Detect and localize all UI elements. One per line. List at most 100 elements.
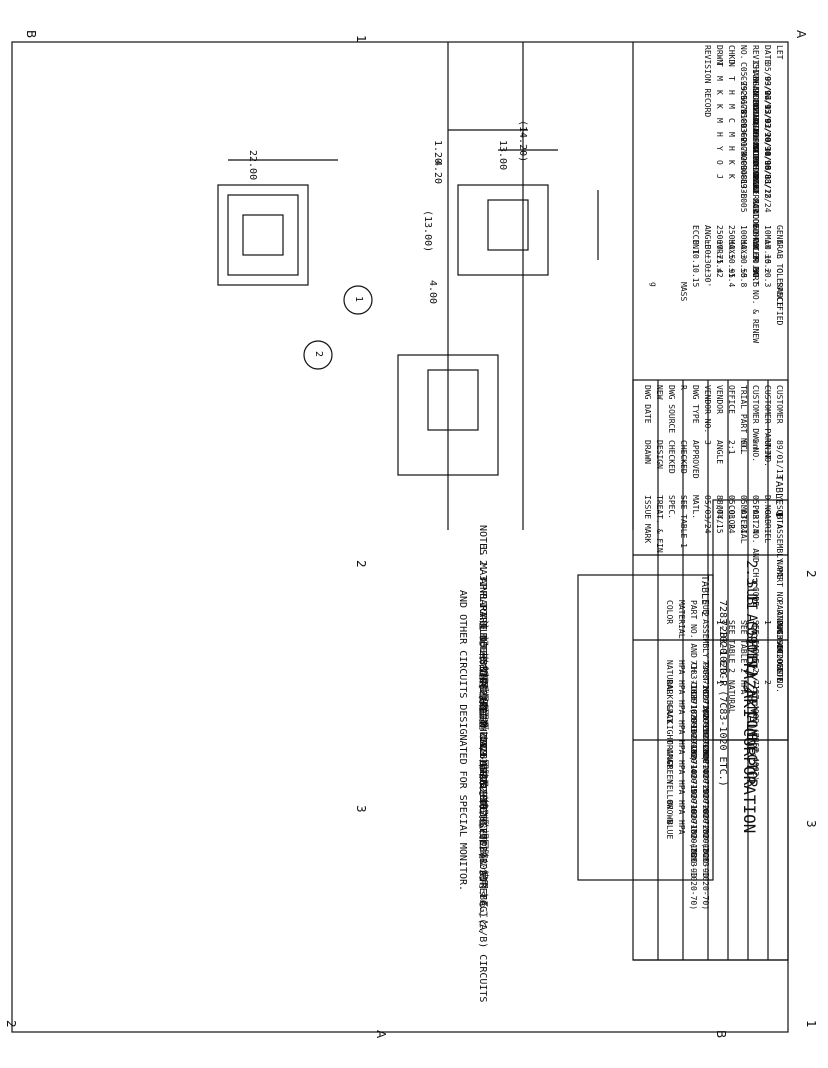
dwg-no: 7283-1020-R <box>717 620 728 687</box>
border-letter: 1 <box>354 35 368 43</box>
dimension-label: 13.00 <box>497 140 508 171</box>
revision-cell: M <box>715 118 724 123</box>
revision-cell: K <box>715 90 724 95</box>
table2-cell: 7183-1020-90 <box>689 820 698 878</box>
table2-cell: HPA <box>677 780 686 795</box>
revision-cell: H <box>715 132 724 137</box>
date: 05/03/24 <box>703 495 712 534</box>
table2-cell: HPA <box>677 760 686 775</box>
tolerance-cell: 0.1 <box>691 254 700 269</box>
dimension-label: 4.00 <box>427 280 438 305</box>
border-letter: 2 <box>804 570 818 578</box>
table2-header: MATERIAL <box>677 600 686 639</box>
border-letter: 3 <box>354 805 368 813</box>
company-name: YAZAKI CORPORATION <box>740 660 759 834</box>
table2-cell: HPA <box>677 800 686 815</box>
spec-label: SPEC. <box>667 495 676 520</box>
table2-cell: HPA <box>677 660 686 675</box>
checked-label: CHECKED <box>667 440 676 474</box>
set-dwg-label: SET DWG NO. <box>775 640 784 693</box>
table1-cell: 1 <box>763 620 772 625</box>
revision-title: REVISION RECORD <box>703 45 712 118</box>
checked-label: CHECKED <box>679 440 688 474</box>
revision-cell: K <box>727 174 736 179</box>
revision-cell: K <box>727 160 736 165</box>
tolerance-cell: 0.1 <box>691 240 700 255</box>
tolerance-cell: C <box>775 268 784 273</box>
revision-cell: H <box>727 146 736 151</box>
treat-label: TREAT. & FIN. <box>655 495 664 558</box>
border-letter: 1 <box>804 1020 818 1028</box>
border-letter: A <box>374 1030 388 1039</box>
table2-cell: BLUE <box>665 820 674 840</box>
dimension-label: (13.00) <box>422 210 433 253</box>
matl-label: MATL. <box>691 495 700 520</box>
drawn-name: D. GABRIEL <box>763 495 772 544</box>
date: 05.03.24 <box>727 495 736 534</box>
tolerance-cell: ±30' <box>703 268 712 288</box>
revision-cell: Y <box>715 146 724 151</box>
revision-cell: M <box>727 104 736 109</box>
vendor-no-label: VENDOR NO. <box>703 385 712 434</box>
table2-cell: HPA <box>677 820 686 835</box>
revision-cell: C <box>727 118 736 123</box>
vendor-label: VENDOR <box>715 385 724 414</box>
dimension-label: 4.20 <box>432 160 443 185</box>
table2-cell: HPA <box>677 680 686 695</box>
table2-cell: HPA <box>677 740 686 755</box>
table2-cell: 7283-1020-90 <box>701 820 710 878</box>
table2-cell: HPA <box>677 720 686 735</box>
border-letter: B <box>24 30 38 39</box>
tolerance-spec: SPECIFIED <box>775 282 784 326</box>
issue-mark-label: ISSUE MARK <box>643 495 652 544</box>
revision-header: NO. <box>739 45 748 60</box>
revision-cell: N <box>727 62 736 67</box>
revision-cell: T <box>715 62 724 67</box>
dwg-type-label: DWG TYPE <box>691 385 700 424</box>
design-name: Y. OHTA <box>775 495 784 529</box>
customer-label: CUSTOMER <box>775 385 784 424</box>
border-letter: B <box>714 1030 728 1039</box>
dwg-type-value: R <box>679 385 688 390</box>
table1-cell: 2 <box>763 680 772 685</box>
table1-cell: NATURAL <box>727 680 736 714</box>
tolerance-mass-unit: g <box>649 282 658 287</box>
revision-cell: NEW <box>751 174 760 189</box>
date: 88/04/15 <box>715 495 724 534</box>
border-letter: 3 <box>804 820 818 828</box>
scale-value: 2:1 <box>727 440 736 455</box>
callout-1: 1 <box>353 296 364 303</box>
scale-label: SCL <box>739 440 748 455</box>
border-letter: A <box>794 30 808 39</box>
border-letter: 2 <box>354 560 368 568</box>
tolerance-cell: A <box>775 240 784 245</box>
tolerance-cell: ±1.4 <box>727 268 736 288</box>
unit-label: UNIT <box>763 440 772 460</box>
drawn-label: DRAWN <box>643 440 652 465</box>
date: 05.03.24 <box>751 495 760 534</box>
dwg-source-label: DWG SOURCE <box>667 385 676 434</box>
design-label: DESIGN <box>655 440 664 469</box>
tolerance-cell: ±0.8 <box>739 268 748 288</box>
dimension-label: (14.20) <box>517 120 528 163</box>
revision-cell: M <box>715 76 724 81</box>
revision-cell: 88/12/24 <box>763 174 772 213</box>
tolerance-cell: B <box>775 254 784 259</box>
border-letter: 2 <box>4 1020 18 1028</box>
dwg-source-value: NEW <box>655 385 664 400</box>
table1-cell: SEE TABLE 2 <box>727 620 736 673</box>
name-label: NAME <box>775 560 784 580</box>
customer-dwg-label: CUSTOMER DWG NO. <box>751 385 760 463</box>
table2-cell: HPA <box>677 700 686 715</box>
dwg-date-value: 89/01/13 <box>775 440 784 479</box>
callout-2: 2 <box>313 351 324 358</box>
note-jp: 3. ( )内品番はA/B回路及び特別監視回路に使用すること。 <box>477 665 488 940</box>
revision-cell: C89-L005 <box>739 174 748 213</box>
tolerance-cell: ±0.3 <box>763 268 772 288</box>
tolerance-cell: ±2 <box>715 268 724 278</box>
dwg-date-label: DWG DATE <box>643 385 652 424</box>
table2-header: COLOR <box>665 600 674 625</box>
office-label: OFFICE <box>727 385 736 414</box>
